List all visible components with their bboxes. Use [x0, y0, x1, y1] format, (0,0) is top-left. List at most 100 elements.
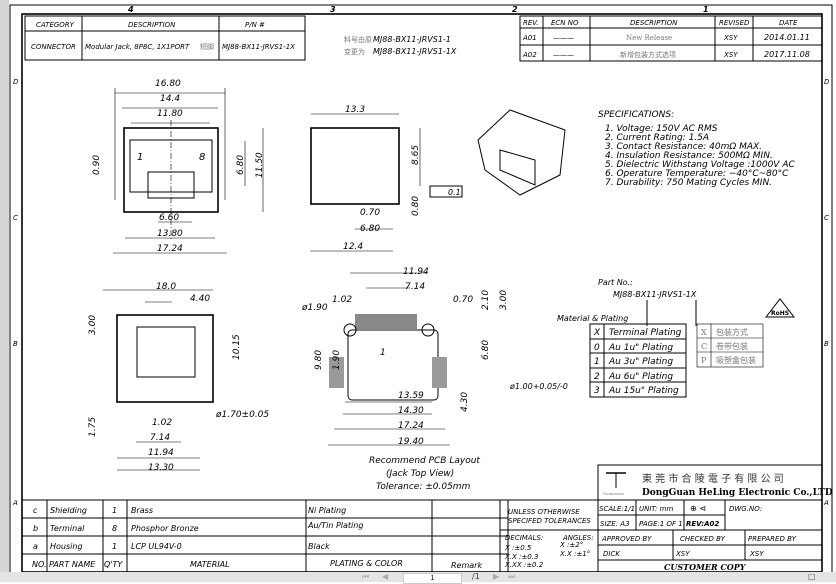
svg-text:X :±0.5: X :±0.5: [504, 544, 532, 552]
svg-text:8: 8: [112, 524, 117, 533]
svg-text:New Release: New Release: [626, 34, 672, 42]
svg-text:Connector: Connector: [603, 491, 624, 496]
header-table: CATEGORY DESCRIPTION P/N # CONNECTOR Mod…: [24, 15, 457, 61]
svg-text:A: A: [823, 499, 829, 507]
last-page-button[interactable]: ⏭: [508, 572, 516, 581]
svg-text:Brass: Brass: [131, 506, 153, 515]
svg-text:Material & Plating: Material & Plating: [557, 314, 628, 323]
svg-text:2: 2: [594, 372, 600, 382]
svg-text:APPROVED BY: APPROVED BY: [601, 535, 652, 543]
svg-text:7. Durability: 750 Mating Cycl: 7. Durability: 750 Mating Cycles MIN.: [605, 178, 772, 188]
zone-labels: 4 3 2 1 D C B A D C B A: [12, 5, 830, 507]
svg-text:料号由原: 料号由原: [344, 35, 372, 44]
svg-text:6.60: 6.60: [159, 213, 179, 223]
svg-text:DECIMALS:: DECIMALS:: [505, 534, 543, 542]
next-page-button[interactable]: ▶: [493, 572, 500, 581]
svg-text:1.02: 1.02: [332, 295, 352, 305]
svg-text:DWG.NO:: DWG.NO:: [729, 505, 762, 513]
svg-text:6. Operature Temperature: −40°: 6. Operature Temperature: −40°C~80°C: [605, 169, 789, 179]
svg-text:Au 15u" Plating: Au 15u" Plating: [608, 386, 679, 396]
svg-text:XSY: XSY: [723, 51, 738, 59]
svg-text:变更为: 变更为: [344, 47, 365, 56]
svg-text:Terminal Plating: Terminal Plating: [609, 328, 682, 338]
svg-text:0.70: 0.70: [360, 208, 380, 218]
svg-text:4. Insulation Resistance: 500M: 4. Insulation Resistance: 500MΩ MIN.: [605, 151, 773, 161]
svg-text:DongGuan HeLing Electronic Co.: DongGuan HeLing Electronic Co.,LTD: [642, 488, 833, 498]
fit-page-icon[interactable]: □: [808, 572, 816, 581]
svg-text:Q'TY: Q'TY: [104, 560, 123, 569]
svg-text:CATEGORY: CATEGORY: [36, 21, 75, 29]
svg-text:XSY: XSY: [675, 550, 690, 558]
page-number-input[interactable]: [403, 573, 462, 584]
svg-text:X :±2°: X :±2°: [559, 541, 583, 549]
svg-text:ANGLES:: ANGLES:: [562, 534, 594, 542]
svg-text:Terminal: Terminal: [50, 524, 85, 533]
svg-text:B: B: [13, 340, 18, 348]
svg-text:0.90: 0.90: [92, 155, 102, 175]
svg-text:2014.01.11: 2014.01.11: [764, 33, 810, 42]
svg-text:Part No.:: Part No.:: [598, 278, 633, 287]
svg-text:2. Current Rating: 1.5A: 2. Current Rating: 1.5A: [605, 133, 709, 143]
svg-text:19.40: 19.40: [398, 437, 424, 447]
svg-text:7.14: 7.14: [150, 433, 170, 443]
svg-text:REV.: REV.: [523, 19, 539, 27]
svg-text:6.80: 6.80: [360, 224, 380, 234]
svg-text:c: c: [33, 506, 38, 515]
svg-text:1: 1: [137, 152, 143, 163]
svg-text:PAGE:1 OF 1: PAGE:1 OF 1: [639, 520, 683, 528]
svg-text:18.0: 18.0: [156, 282, 176, 292]
svg-text:DESCRIPTION: DESCRIPTION: [630, 19, 678, 27]
specifications: SPECIFICATIONS: 1. Voltage: 150V AC RMS …: [598, 110, 795, 188]
svg-text:MJ88-BX11-JRVS1-1X: MJ88-BX11-JRVS1-1X: [373, 47, 457, 56]
svg-text:Ni Plating: Ni Plating: [308, 506, 346, 515]
svg-text:13.80: 13.80: [157, 229, 183, 239]
svg-text:Au 3u" Plating: Au 3u" Plating: [608, 357, 673, 367]
svg-text:0.70: 0.70: [453, 295, 473, 305]
svg-text:12.4: 12.4: [343, 242, 363, 252]
bottom-view: 18.0 4.40 3.00 10.15 1.75 1.02 7.14 11.9…: [88, 282, 269, 473]
svg-text:REVISED: REVISED: [719, 19, 750, 27]
svg-text:———: ———: [553, 34, 574, 42]
svg-text:X: X: [593, 328, 601, 338]
svg-text:Au/Tin Plating: Au/Tin Plating: [307, 521, 363, 530]
front-view: 16.80 14.4 11.80 6.80 11.50 0.90 1 8 6.6…: [92, 79, 265, 254]
svg-text:2.10: 2.10: [481, 290, 491, 310]
svg-text:0.80: 0.80: [411, 196, 421, 216]
svg-text:D: D: [13, 78, 19, 86]
svg-text:DATE: DATE: [779, 19, 798, 27]
svg-text:Au 1u" Plating: Au 1u" Plating: [608, 343, 673, 353]
svg-text:8: 8: [199, 152, 205, 163]
svg-text:4.40: 4.40: [190, 294, 210, 304]
svg-text:1: 1: [594, 357, 600, 367]
svg-text:9.80: 9.80: [314, 350, 324, 370]
svg-text:ø1.00+0.05/-0: ø1.00+0.05/-0: [509, 382, 568, 391]
svg-text:10.15: 10.15: [232, 334, 242, 360]
svg-text:C: C: [13, 214, 18, 222]
svg-text:3: 3: [594, 386, 600, 396]
svg-text:UNIT: mm: UNIT: mm: [639, 505, 673, 513]
svg-text:1: 1: [112, 542, 117, 551]
svg-text:14.30: 14.30: [398, 406, 424, 416]
svg-text:11.50: 11.50: [255, 152, 265, 178]
svg-text:LCP UL94V-0: LCP UL94V-0: [131, 542, 182, 551]
svg-text:0: 0: [594, 343, 600, 353]
svg-text:Tolerance: ±0.05mm: Tolerance: ±0.05mm: [376, 482, 471, 492]
svg-text:D: D: [824, 78, 830, 86]
svg-text:1.90: 1.90: [332, 350, 342, 370]
svg-text:b: b: [33, 524, 38, 533]
title-block: Connector 東 莞 市 合 陵 電 子 有 限 公 司 DongGuan…: [499, 464, 833, 572]
svg-text:8.65: 8.65: [411, 145, 421, 165]
svg-text:NO.: NO.: [32, 560, 47, 569]
prev-page-button[interactable]: ◀: [382, 572, 389, 581]
first-page-button[interactable]: ⏮: [362, 572, 370, 581]
rohs-mark: RoHS: [764, 298, 796, 318]
svg-text:MJ88-BX11-JRVS1-1: MJ88-BX11-JRVS1-1: [373, 35, 451, 44]
svg-text:16.80: 16.80: [155, 79, 181, 89]
svg-text:4.30: 4.30: [460, 392, 470, 412]
svg-text:14.4: 14.4: [160, 94, 180, 104]
svg-text:Housing: Housing: [50, 542, 83, 551]
svg-text:5. Dielectric Withstang Voltag: 5. Dielectric Withstang Voltage :1000V A…: [605, 160, 795, 170]
svg-text:MATERIAL: MATERIAL: [190, 560, 230, 569]
svg-text:Au 6u" Plating: Au 6u" Plating: [608, 372, 673, 382]
